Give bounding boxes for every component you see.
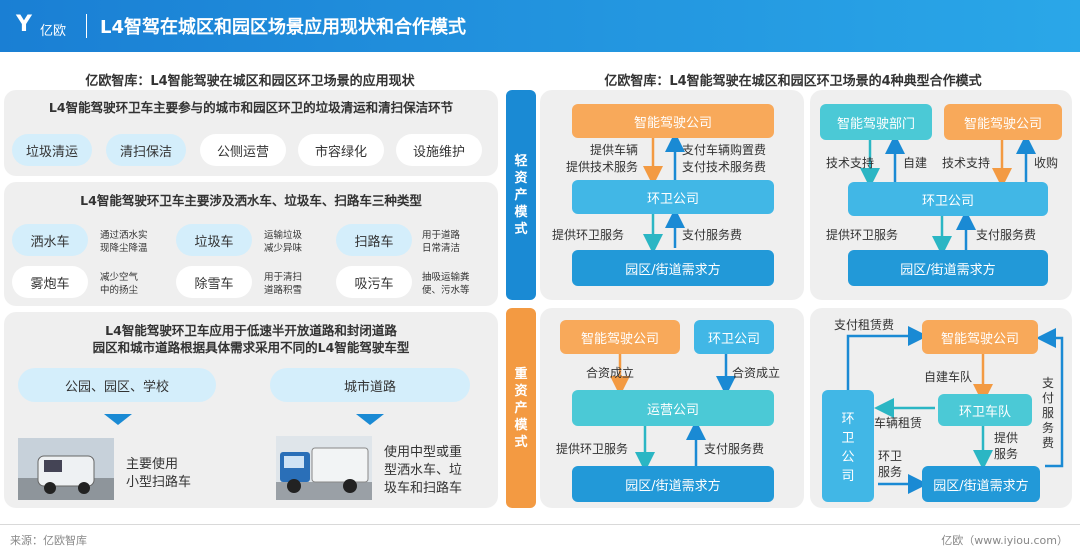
q2-tech-support-1: 技术支持 [826,156,875,170]
q3-jv-2: 合资成立 [732,366,781,380]
q3-sanitation-company: 环卫公司 [694,320,774,354]
q2-demand-side: 园区/街道需求方 [848,250,1048,286]
small-sweeper-image [18,438,114,500]
vehicle-sprinkler: 洒水车 [12,224,88,256]
q2-pay-fee: 支付服务费 [976,228,1037,242]
chip-maintenance: 设施维护 [396,134,482,166]
q1-sanitation-company: 环卫公司 [572,180,774,214]
s3-title-2: 园区和城市道路根据具体需求采用不同的L4智能驾驶车型 [92,340,410,355]
q3-operating-company: 运营公司 [572,390,774,426]
vehicle-sweeper-desc: 用于道路日常清洁 [422,230,461,254]
heavy-sweeper-image [276,436,372,500]
scene-city-desc: 使用中型或重型洒水车、垃圾车和扫路车 [384,445,463,496]
q1-right-labels: 支付车辆购置费支付技术服务费 [682,143,767,174]
footer-brand: 亿欧（www.iyiou.com） [941,534,1068,547]
left-title: 亿欧智库：L4智能驾驶在城区和园区环卫场景的应用现状 [85,74,415,89]
q4-self-fleet: 自建车队 [924,370,973,384]
chip-garbage-transport: 垃圾清运 [12,134,92,166]
q4-vehicle-lease: 车辆租赁 [874,416,923,430]
q3-demand-side: 园区/街道需求方 [572,466,774,502]
q3-jv-1: 合资成立 [586,366,635,380]
q1-pay-fee: 支付服务费 [682,228,743,242]
q2-autodrive-company: 智能驾驶公司 [944,104,1062,140]
footer-divider [0,524,1080,525]
scene-park-desc: 主要使用小型扫路车 [126,457,192,490]
q2-tech-support-2: 技术支持 [942,156,991,170]
q4-sanitation-fleet: 环卫车队 [938,394,1032,426]
vehicle-garbage-truck: 垃圾车 [176,224,252,256]
q4-provide-service: 提供服务 [994,431,1019,461]
right-title: 亿欧智库：L4智能驾驶在城区和园区环卫场景的4种典型合作模式 [604,74,982,89]
vehicle-fog-desc: 减少空气中的扬尘 [100,272,139,296]
q4-rent-fee: 支付租赁费 [834,318,895,332]
q2-sanitation-company: 环卫公司 [848,182,1048,216]
q4-autodrive-company: 智能驾驶公司 [922,320,1038,354]
s3-title-1: L4智能驾驶环卫车应用于低速半开放道路和封闭道路 [105,323,397,338]
q4-demand-side: 园区/街道需求方 [922,466,1040,502]
header-divider [86,14,87,38]
page-title: L4智驾在城区和园区场景应用现状和合作模式 [100,17,466,38]
footer-source: 来源：亿欧智库 [10,534,87,547]
q2-acquire: 收购 [1034,156,1059,170]
logo-icon: Y [16,12,32,37]
s1-title: L4智能驾驶环卫车主要参与的城市和园区环卫的垃圾清运和清扫保洁环节 [48,100,454,115]
down-arrow-icon [356,414,384,425]
q3-autodrive-company: 智能驾驶公司 [560,320,680,354]
chip-toilet-ops: 公侧运营 [200,134,286,166]
heavy-asset-tab: 重资产模式 [506,308,536,508]
vehicle-snow-desc: 用于清扫道路积雪 [264,272,303,296]
header-bar [0,0,1080,52]
q1-demand-side: 园区/街道需求方 [572,250,774,286]
vehicle-sprinkler-desc: 通过洒水实现降尘降温 [100,230,148,254]
chip-cleaning: 清扫保洁 [106,134,186,166]
vehicle-fog-cannon: 雾炮车 [12,266,88,298]
q4-sanitation-service: 环卫服务 [878,449,903,479]
scene-park-campus: 公园、园区、学校 [18,368,216,402]
vehicle-sweeper: 扫路车 [336,224,412,256]
scene-city-road: 城市道路 [270,368,470,402]
q4-sanitation-company: 环卫公司 [822,390,874,502]
vehicle-suction: 吸污车 [336,266,412,298]
light-asset-tab: 轻资产模式 [506,90,536,300]
chip-greening: 市容绿化 [298,134,384,166]
down-arrow-icon [104,414,132,425]
s2-title: L4智能驾驶环卫车主要涉及洒水车、垃圾车、扫路车三种类型 [80,193,422,208]
vehicle-snow-plow: 除雪车 [176,266,252,298]
logo-text: 亿欧 [40,24,67,39]
q2-self-build: 自建 [903,156,928,170]
q3-pay-fee: 支付服务费 [704,442,765,456]
vehicle-suction-desc: 抽吸运输粪便、污水等 [422,272,470,296]
q1-autodrive-company: 智能驾驶公司 [572,104,774,138]
q4-pay-service-fee: 支付服务费 [1042,376,1055,450]
q2-autodrive-dept: 智能驾驶部门 [820,104,932,140]
q2-provide-service: 提供环卫服务 [826,228,899,242]
q1-left-labels: 提供车辆提供技术服务 [566,143,639,174]
q3-provide-service: 提供环卫服务 [556,442,629,456]
q1-provide-service: 提供环卫服务 [552,228,625,242]
vehicle-garbage-desc: 运输垃圾减少异味 [264,230,303,254]
